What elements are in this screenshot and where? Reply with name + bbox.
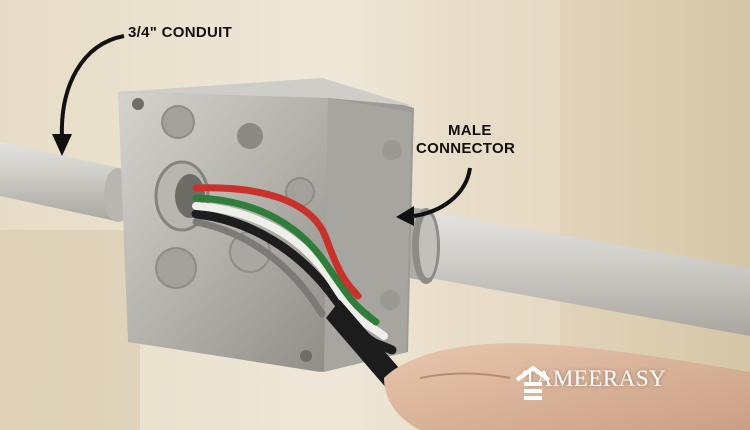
wire-green xyxy=(192,194,380,326)
conduit-label: 3/4" CONDUIT xyxy=(128,24,233,41)
knockout xyxy=(380,290,400,310)
connector-arrow xyxy=(413,167,472,218)
wire-red xyxy=(192,184,362,300)
hand xyxy=(384,343,750,430)
male-connector-label-line2: CONNECTOR xyxy=(416,140,516,157)
knockout xyxy=(237,123,263,149)
conduit-arrowhead xyxy=(52,134,72,156)
conduit-arrow xyxy=(59,34,125,139)
knockout xyxy=(382,140,402,160)
box-screw xyxy=(132,98,144,110)
male-connector-ring-inner xyxy=(419,214,437,278)
left-conduit-pipe xyxy=(0,142,120,222)
wire-white xyxy=(192,202,388,340)
male-connector-label-line1: MALE xyxy=(448,122,492,139)
house-roof-logo-icon xyxy=(515,366,551,400)
right-conduit-pipe xyxy=(430,212,750,336)
wall-lower-panel xyxy=(0,230,140,430)
knockout xyxy=(155,247,197,289)
wire-gray xyxy=(192,218,326,318)
junction-box-top xyxy=(118,78,414,106)
hand-finger-crease xyxy=(419,372,511,379)
watermark-logo: TAMEERASY xyxy=(515,366,666,400)
knockout xyxy=(161,105,195,139)
connector-arrowhead xyxy=(396,206,414,226)
box-screw xyxy=(300,350,312,362)
